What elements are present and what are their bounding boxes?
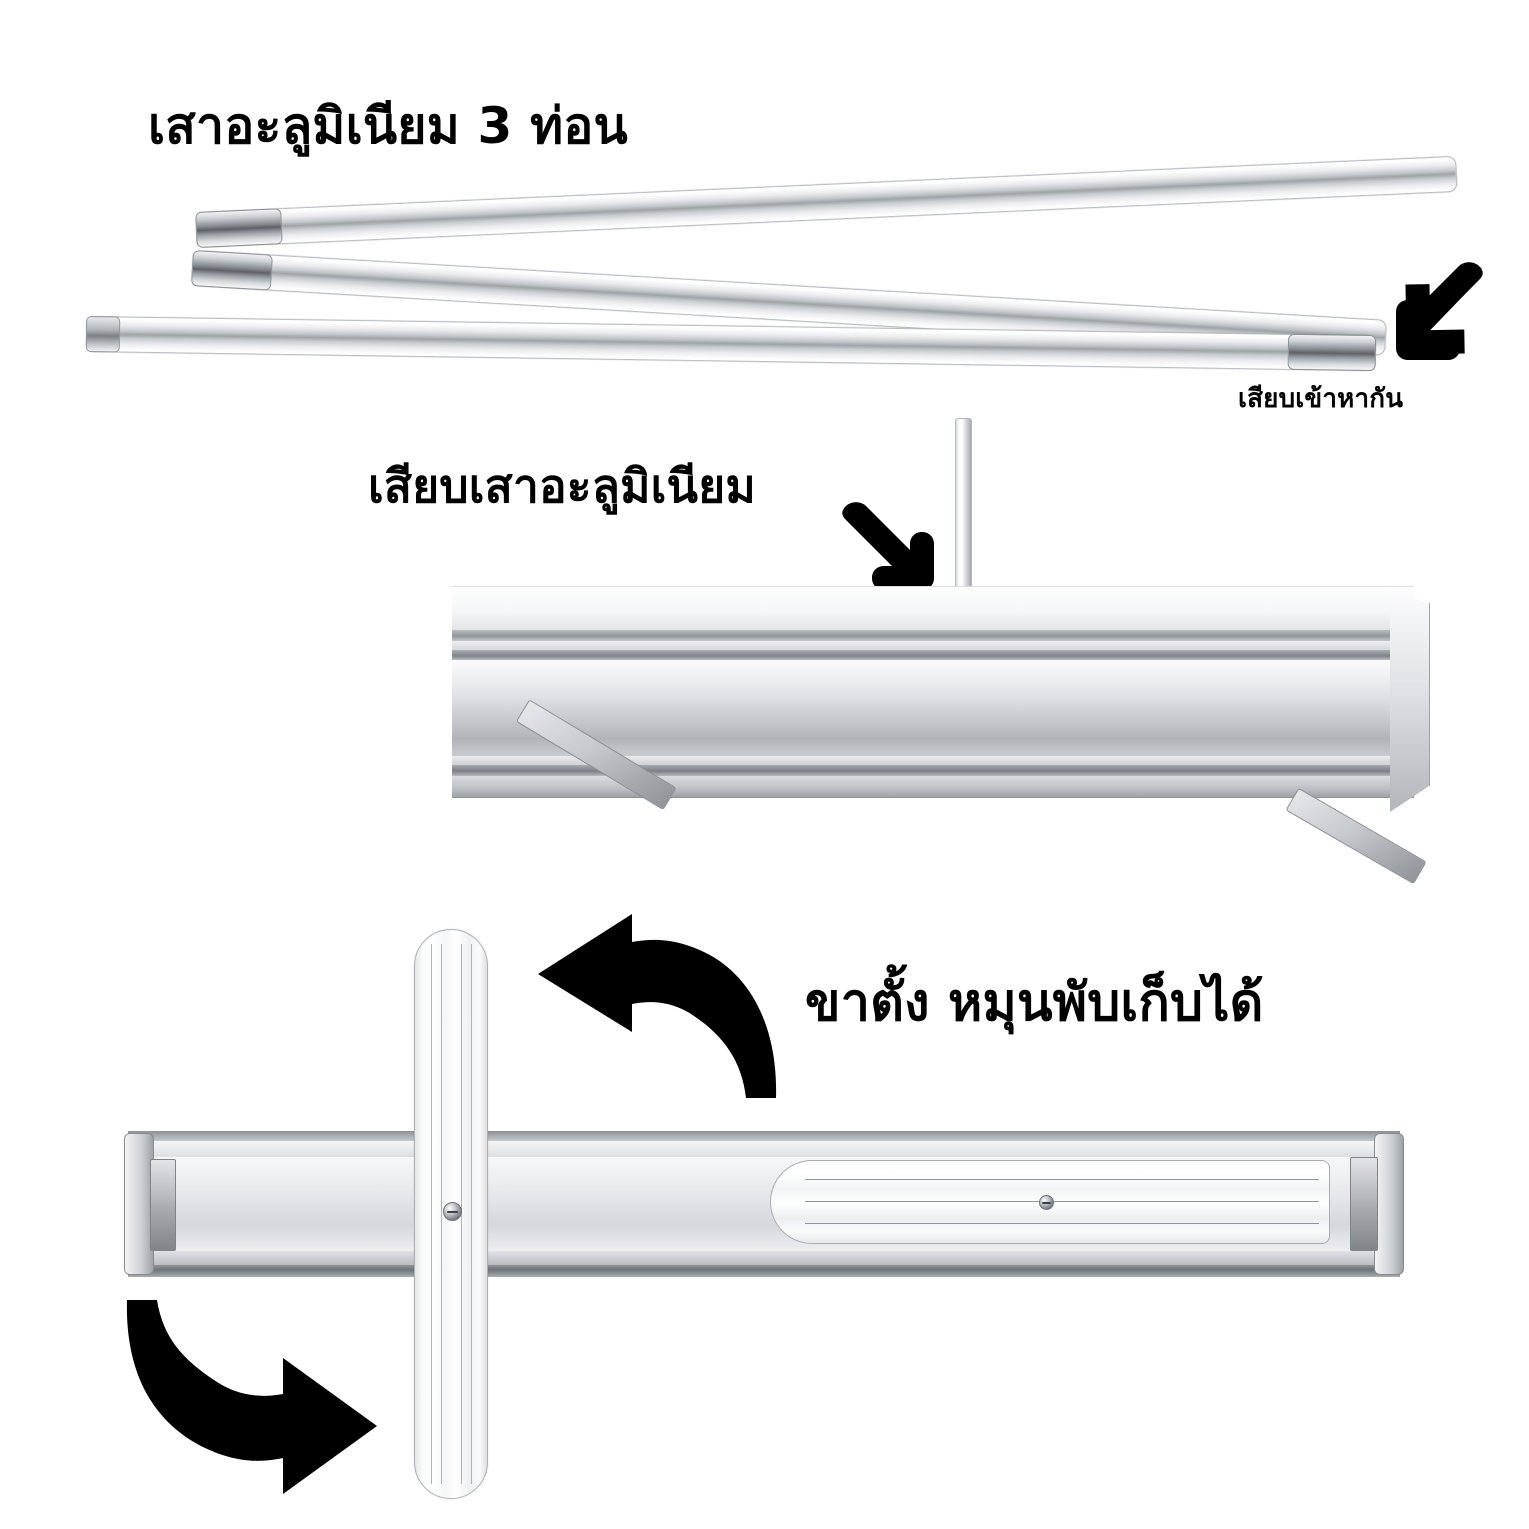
- arrow-down-right-icon: [842, 502, 934, 590]
- cassette-rib: [452, 630, 1414, 641]
- banner-cassette-side-view: [452, 586, 1414, 804]
- pole-endcap-bottom: [85, 316, 121, 353]
- cassette-rib: [452, 756, 1414, 765]
- folded-foot-bar: [770, 1160, 1330, 1244]
- inner-foot-screw: [1039, 1195, 1054, 1210]
- cassette-end-cap-left: [124, 1133, 154, 1275]
- cassette-bottom-face: [452, 776, 1414, 798]
- pole-ferrule-top: [195, 208, 283, 248]
- label-aluminium-poles: เสาอะลูมิเนียม 3 ท่อน: [148, 97, 628, 155]
- cassette-edge: [128, 1131, 1400, 1141]
- cassette-main-face: [452, 660, 1414, 756]
- arrow-down-left-icon: [1396, 262, 1483, 360]
- cassette-rib: [452, 650, 1414, 660]
- pole-ferrule-middle: [190, 250, 273, 291]
- cassette-lip: [128, 1141, 1400, 1157]
- cassette-rib: [452, 765, 1414, 776]
- cassette-end-cap: [1390, 590, 1430, 812]
- pole-ferrule-bottom: [1287, 333, 1377, 372]
- label-folding-stand: ขาตั้ง หมุนพับเก็บได้: [805, 973, 1264, 1033]
- cassette-edge: [128, 1265, 1400, 1277]
- cassette-rib: [452, 641, 1414, 650]
- cassette-clip-right: [1350, 1157, 1378, 1251]
- cassette-clip-left: [150, 1159, 176, 1251]
- pivoting-foot-bar: [414, 929, 488, 1499]
- foot-bar-pivot-screw[interactable]: [443, 1202, 462, 1221]
- curved-arrow-right-icon: [126, 1300, 378, 1494]
- cassette-lip: [128, 1251, 1400, 1265]
- cassette-end-cap-right: [1374, 1133, 1404, 1275]
- label-connect-together: เสียบเข้าหากัน: [1238, 384, 1404, 414]
- label-insert-aluminium-pole: เสียบเสาอะลูมิเนียม: [368, 459, 756, 513]
- cassette-top-face: [452, 586, 1414, 630]
- pole-section-top: [195, 155, 1458, 248]
- curved-arrow-left-icon: [538, 914, 777, 1098]
